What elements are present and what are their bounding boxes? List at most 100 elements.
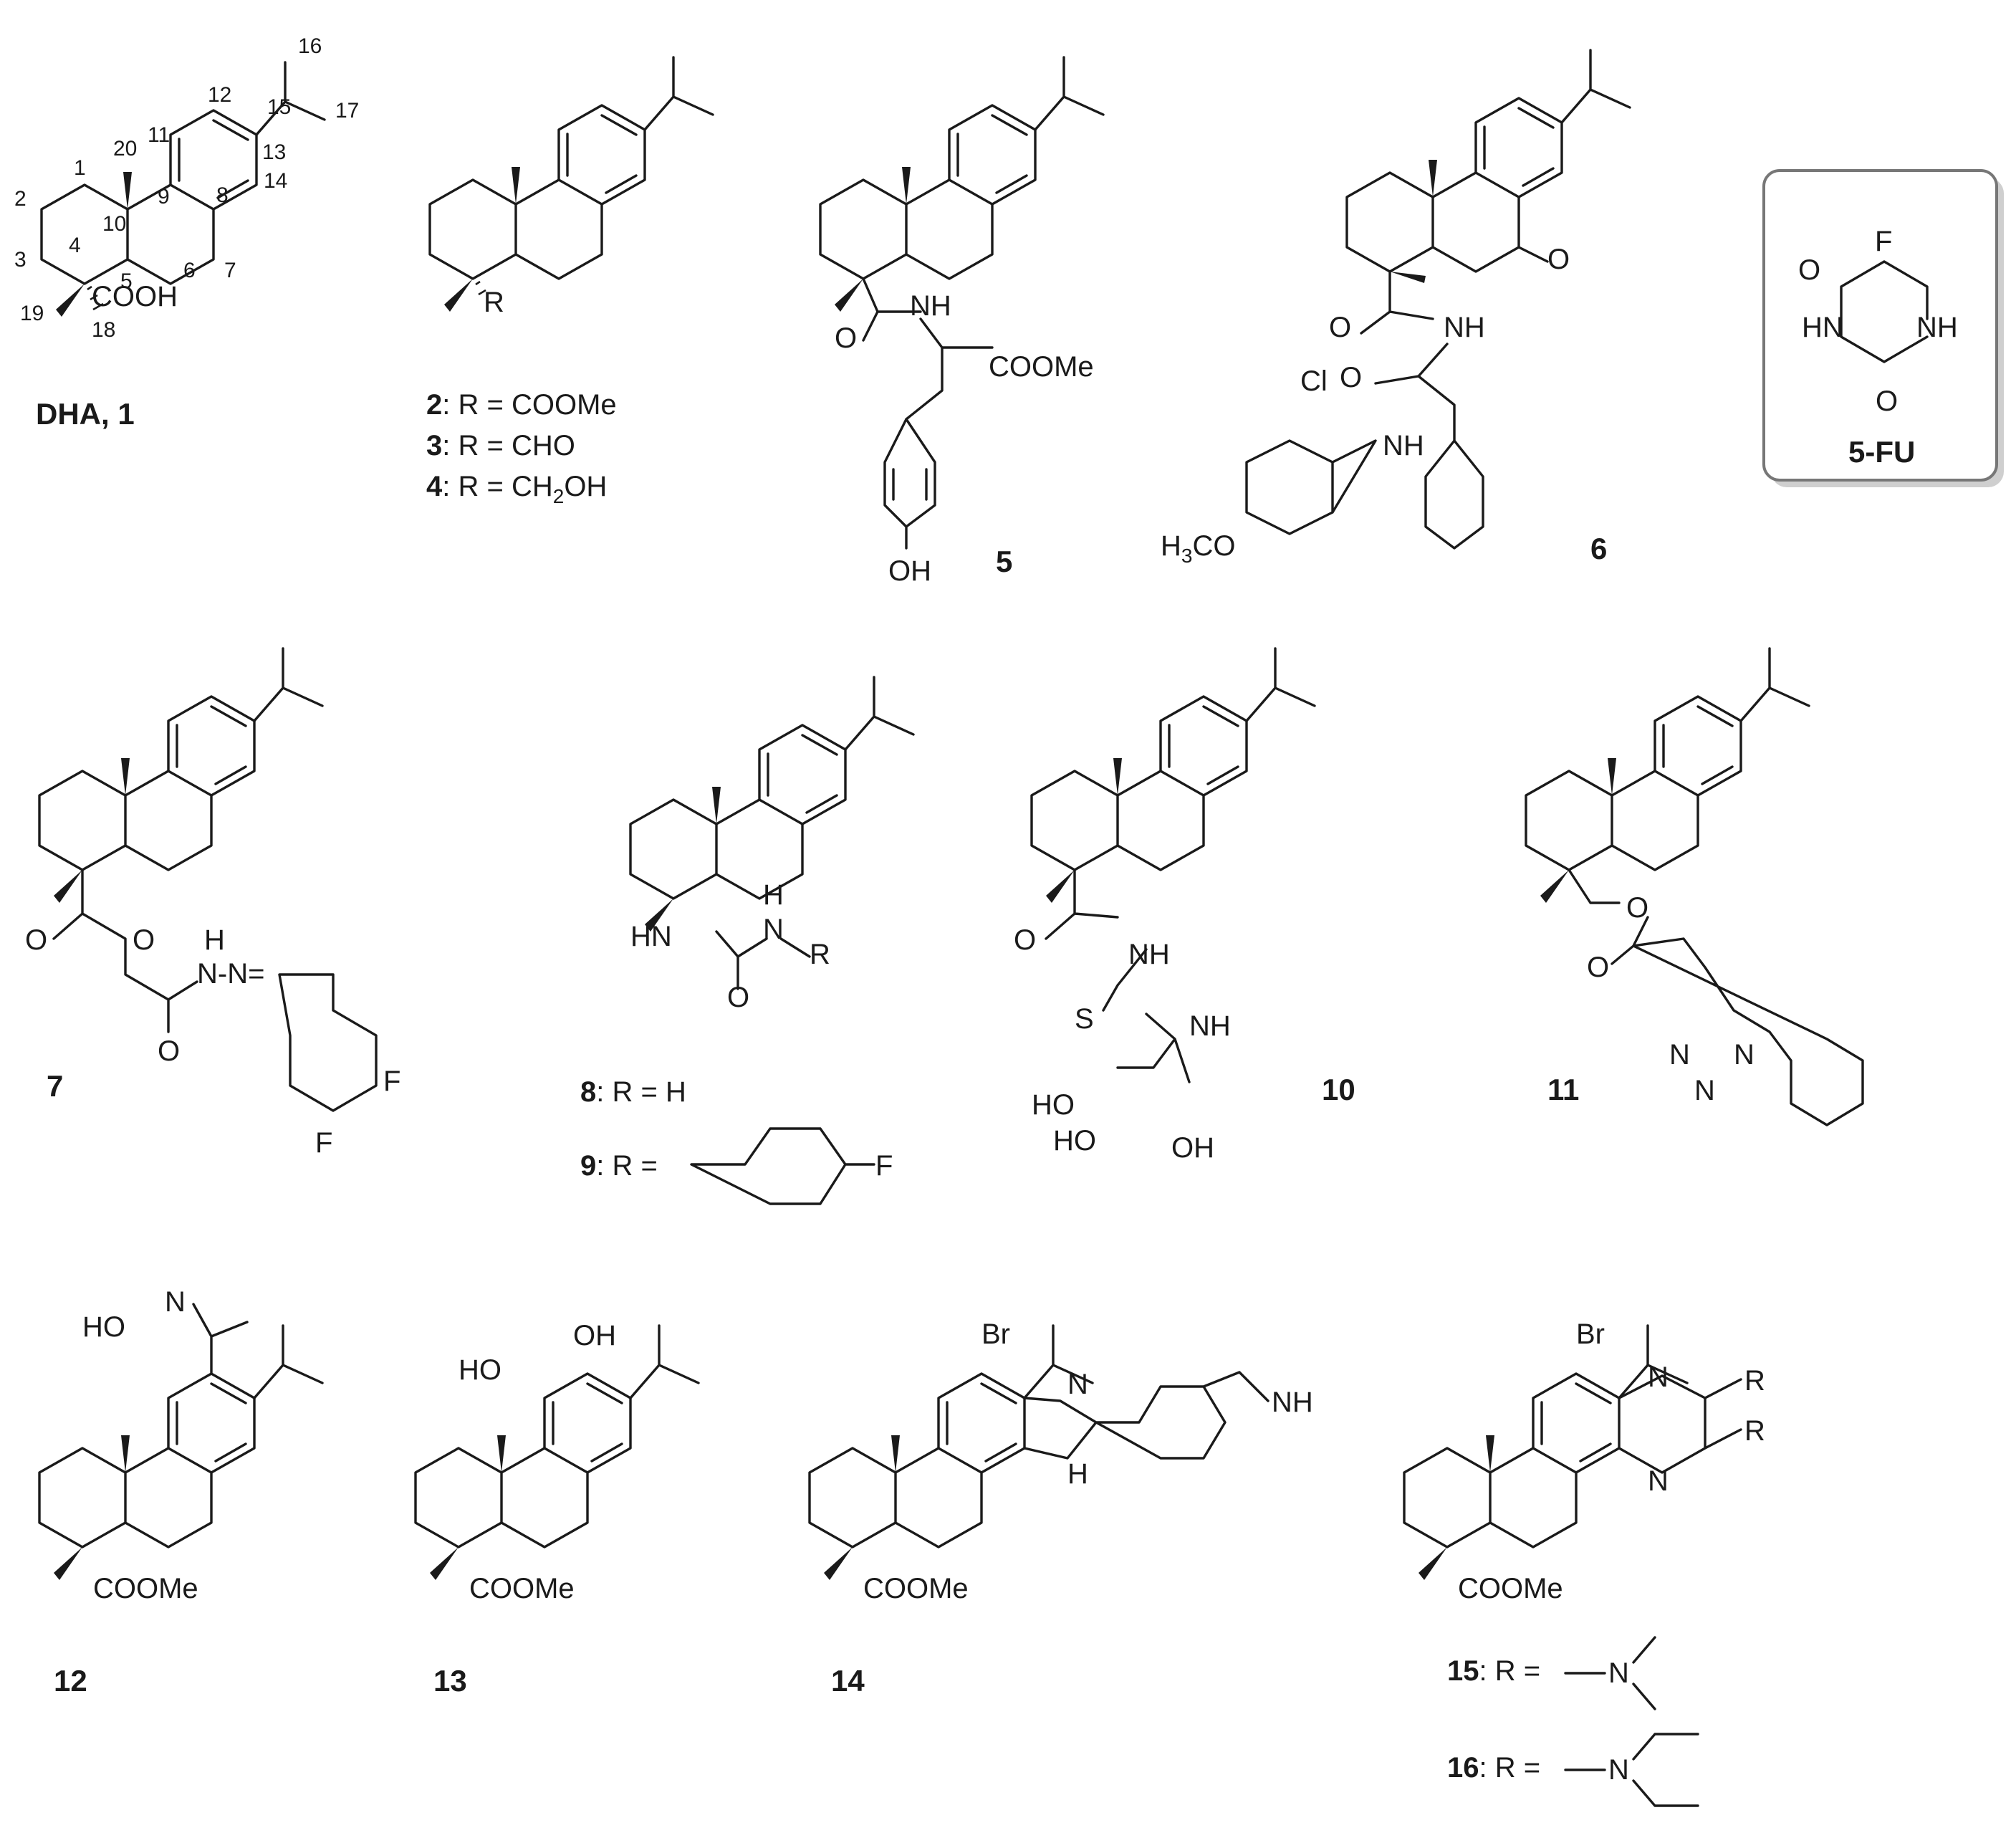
svg-text:1: 1 xyxy=(74,156,86,180)
label-10: 10 xyxy=(1322,1073,1355,1106)
svg-text:14: 14 xyxy=(264,169,287,193)
compound-8-9-structure: HN O N H R xyxy=(629,676,915,1013)
c6-cl: Cl xyxy=(1300,365,1328,397)
label-14: 14 xyxy=(831,1664,865,1698)
rgroup-8: 8: R = H xyxy=(580,1076,686,1108)
c15-coome: COOMe xyxy=(1458,1573,1563,1604)
rgroup-16: 16: R = xyxy=(1447,1752,1540,1784)
c10-o: O xyxy=(1014,924,1036,956)
svg-text:20: 20 xyxy=(113,137,137,161)
label-12: 12 xyxy=(54,1664,87,1698)
c12-ho: HO xyxy=(82,1311,125,1343)
c11-o1: O xyxy=(1626,892,1648,924)
compound-6-structure: O O NH O NH Cl H3CO xyxy=(1161,49,1631,567)
c15-r2: R xyxy=(1744,1415,1765,1447)
c7-f1: F xyxy=(383,1066,400,1097)
c11-n3: N xyxy=(1734,1039,1755,1071)
c13-coome: COOMe xyxy=(469,1573,575,1604)
c15-nme2 xyxy=(1564,1636,1656,1710)
rgroup-4: 4: R = CH2OH xyxy=(426,471,607,507)
svg-text:4: 4 xyxy=(69,234,81,257)
svg-text:6: 6 xyxy=(183,259,196,282)
svg-text:16: 16 xyxy=(298,34,322,58)
c7-o1: O xyxy=(25,924,47,956)
c12-coome: COOMe xyxy=(93,1573,198,1604)
rgroup-2: 2: R = COOMe xyxy=(426,389,617,421)
c11-n2: N xyxy=(1694,1075,1715,1106)
svg-text:8: 8 xyxy=(216,183,229,207)
fu-box: F O HN NH O 5-FU xyxy=(1762,169,2004,487)
label-5: 5 xyxy=(996,545,1012,578)
label-7: 7 xyxy=(47,1069,63,1103)
c6-o1: O xyxy=(1329,312,1351,343)
svg-text:2: 2 xyxy=(14,187,27,211)
c6-h3co: H3CO xyxy=(1161,530,1235,567)
compound-11-structure: O O N N N xyxy=(1525,647,1864,1126)
svg-text:13: 13 xyxy=(262,140,286,164)
c7-f2: F xyxy=(315,1127,332,1159)
fu-o2: O xyxy=(1876,386,1898,417)
c10-ho1: HO xyxy=(1032,1089,1075,1121)
dha-cooh-label: COOH xyxy=(92,281,178,312)
c9-f: F xyxy=(875,1150,893,1182)
svg-text:10: 10 xyxy=(102,212,126,236)
c14-coome: COOMe xyxy=(863,1573,969,1604)
c7-o3: O xyxy=(158,1035,180,1067)
c5-oh: OH xyxy=(888,555,931,587)
c6-nh1: NH xyxy=(1444,312,1485,343)
compound-7-structure: O O O N-N= H F F xyxy=(25,647,400,1159)
c5-coome: COOMe xyxy=(989,351,1094,383)
c7-nn: N-N= xyxy=(197,958,264,990)
c12-n: N xyxy=(165,1286,186,1318)
c15-n: N xyxy=(1608,1657,1629,1689)
fu-o1: O xyxy=(1798,254,1820,286)
r-atom-label: R xyxy=(484,287,504,318)
c15-r1: R xyxy=(1744,1365,1765,1397)
svg-text:18: 18 xyxy=(92,318,115,342)
c16-net2 xyxy=(1564,1733,1699,1807)
c11-o2: O xyxy=(1587,952,1609,983)
fu-nh: NH xyxy=(1916,312,1958,343)
c8-r: R xyxy=(810,939,830,970)
c15-n2: N xyxy=(1648,1465,1669,1497)
c14-n: N xyxy=(1067,1369,1088,1400)
label-11: 11 xyxy=(1547,1073,1579,1106)
c10-s: S xyxy=(1075,1003,1094,1035)
label-13: 13 xyxy=(433,1664,467,1698)
svg-text:12: 12 xyxy=(208,83,231,107)
fu-hn: HN xyxy=(1802,312,1843,343)
c10-nh2: NH xyxy=(1189,1010,1231,1042)
svg-text:9: 9 xyxy=(158,185,170,209)
label-5fu: 5-FU xyxy=(1848,435,1915,469)
c6-nh2: NH xyxy=(1383,430,1424,461)
c8-o: O xyxy=(727,982,749,1013)
c7-h: H xyxy=(204,924,225,956)
c10-ho2: HO xyxy=(1053,1125,1096,1157)
compound-2-4-structure: R xyxy=(428,56,714,318)
c15-br: Br xyxy=(1576,1318,1605,1350)
c8-hn: HN xyxy=(630,921,672,952)
svg-text:5: 5 xyxy=(120,269,133,293)
compound-5-structure: NH O COOMe OH xyxy=(819,56,1105,587)
c7-o2: O xyxy=(133,924,155,956)
c15-n1: N xyxy=(1648,1361,1669,1393)
compound-15-16-structure: Br N N R R COOMe xyxy=(1403,1318,1765,1604)
rgroup-15: 15: R = xyxy=(1447,1655,1540,1687)
label-6: 6 xyxy=(1590,532,1607,565)
c14-indole-nh: NH xyxy=(1272,1387,1313,1418)
c6-o2: O xyxy=(1340,362,1362,393)
c8-n: N xyxy=(763,914,784,945)
c6-ketone-o: O xyxy=(1547,244,1570,275)
svg-text:3: 3 xyxy=(14,248,27,272)
svg-text:7: 7 xyxy=(224,259,236,282)
c10-nh1: NH xyxy=(1128,939,1170,970)
c10-oh: OH xyxy=(1171,1132,1214,1164)
label-dha: DHA, 1 xyxy=(36,397,135,431)
c5-nh: NH xyxy=(910,290,951,322)
c14-nh: H xyxy=(1067,1458,1088,1490)
rgroup-3: 3: R = CHO xyxy=(426,430,575,461)
c13-oh: OH xyxy=(573,1320,616,1351)
c14-br: Br xyxy=(981,1318,1010,1350)
